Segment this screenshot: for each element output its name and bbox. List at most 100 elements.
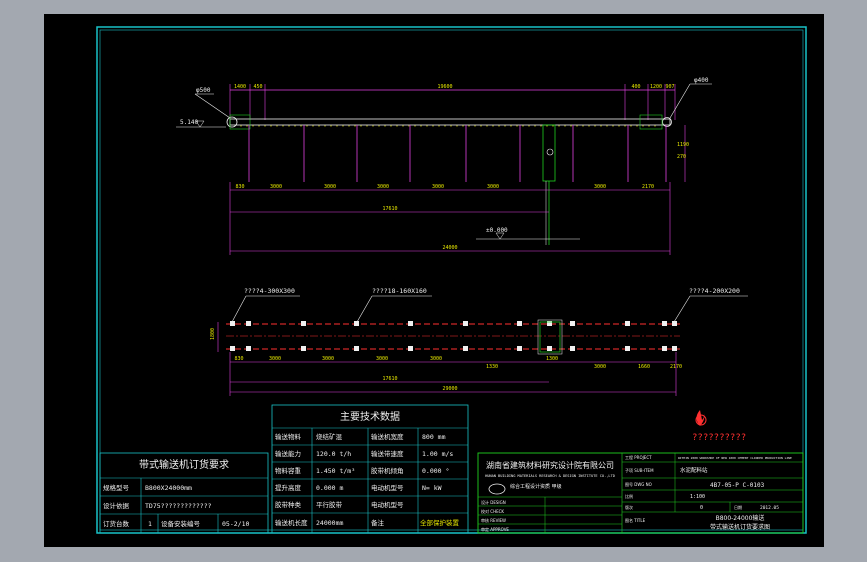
tech-value: 120.0 t/h (316, 450, 351, 458)
order-value: 05-2/10 (222, 520, 249, 528)
span-dim: 2170 (642, 184, 654, 190)
tech-value: 0.000 ° (422, 467, 449, 475)
dim-head-left: 1400 (234, 84, 246, 90)
drawing-sheet (44, 14, 824, 547)
tech-value: 烧结矿混 (316, 432, 343, 441)
logo-caption: ?????????? (692, 433, 746, 443)
company-cert: 综合工程设计资质 甲级 (510, 483, 562, 490)
company-name: 湖南省建筑材料研究设计院有限公司 (486, 460, 614, 470)
subitem-value: 水泥配料站 (680, 466, 708, 474)
tech-key: 输送能力 (275, 449, 301, 458)
drawing-title-value-line2: 带式输送机订货要求图 (710, 523, 770, 531)
drawing-title-value-line1: B800-24000输送 (716, 514, 765, 522)
span-dim: 3000 (324, 184, 336, 190)
tech-key: 胶带机倾角 (371, 466, 404, 475)
span-dim: 3000 (430, 356, 442, 362)
diameter-left-label: φ500 (196, 87, 211, 94)
tech-key: 胶带种类 (275, 500, 302, 509)
elevation-span-dims: 830 3000 3000 3000 3000 3000 3000 2170 (235, 184, 654, 190)
company-emblem (488, 483, 506, 495)
dim-total-top: 19600 (437, 84, 452, 90)
plan-label-left: ????4-300X300 (244, 287, 295, 295)
tech-value: 24000mm (316, 519, 343, 527)
tech-key: 输送机长度 (275, 518, 308, 527)
plan-chute (539, 321, 561, 353)
order-value: TD75????????????? (145, 502, 212, 510)
drawing-inner-border (99, 29, 804, 531)
person-approve: 审定 APPROVE (481, 526, 509, 532)
head-pulley (226, 116, 238, 128)
scale-value: 1:100 (690, 494, 705, 500)
project-label: 工程 PROJECT (625, 454, 652, 460)
order-value: 1 (148, 520, 152, 528)
dim-tail-a: 400 (631, 84, 640, 90)
tech-value: 全部保护装置 (420, 518, 460, 527)
dim-vertical-right2: 270 (677, 154, 686, 160)
tech-value: 0.000 m (316, 484, 343, 492)
tech-key: 输送带速度 (371, 449, 404, 458)
technical-data-table: 主要技术数据 输送物料 烧结矿混 输送机宽度 800 mm 输送能力 120.0… (271, 404, 469, 534)
dim-vertical-right: 1190 (677, 142, 689, 148)
plan-label-right: ????4-200X200 (689, 287, 740, 295)
tech-value: 1.00 m/s (422, 450, 453, 458)
dim-29000-plan: 29000 (442, 386, 457, 392)
span-dim: 1330 (486, 364, 498, 370)
person-check: 校对 CHECK (481, 508, 504, 514)
project-value: WITHIN 2000 WORKSHOP OF NEW 1000 CEMENT … (678, 456, 792, 460)
order-key: 规格型号 (103, 483, 130, 492)
subitem-label: 子项 SUB-ITEM (625, 467, 654, 473)
span-dim: 3000 (594, 364, 606, 370)
plan-dim-height: 1800 (210, 328, 216, 340)
tech-table-title: 主要技术数据 (340, 410, 400, 423)
support-legs (248, 125, 667, 182)
span-dim: 3000 (270, 184, 282, 190)
tech-key: 提升高度 (275, 483, 302, 492)
company-logo (695, 410, 707, 426)
order-table-title: 带式输送机订货要求 (139, 458, 229, 471)
tech-key: 备注 (371, 518, 385, 527)
tech-key: 电动机型号 (371, 500, 404, 509)
dim-17610-plan: 17610 (382, 376, 397, 382)
dim-tail-b: 1200 (650, 84, 662, 90)
dwg-value: 4B7-05-P C-0103 (710, 482, 765, 489)
dim-17610-elev: 17610 (382, 206, 397, 212)
level-ground-label: ±0.000 (486, 227, 508, 234)
plan-label-mid: ????18-160X160 (372, 287, 427, 295)
order-requirements-table: 带式输送机订货要求 规格型号 B800X24000mm 设计依据 TD75???… (99, 452, 269, 534)
span-dim: 3000 (432, 184, 444, 190)
company-name-en: HUNAN BUILDING MATERIALS RESEARCH & DESI… (485, 474, 615, 478)
title-block: 湖南省建筑材料研究设计院有限公司 HUNAN BUILDING MATERIAL… (477, 452, 804, 534)
tech-value: 1.450 t/m³ (316, 467, 355, 475)
elevation-view: 1400 450 19600 400 1200 907 φ500 φ400 5.… (176, 77, 712, 255)
span-dim: 3000 (594, 184, 606, 190)
column-pads (230, 321, 677, 351)
span-dim: 3000 (322, 356, 334, 362)
dim-tail-c: 907 (665, 84, 674, 90)
version-value: 0 (700, 505, 703, 511)
span-dim: 3000 (487, 184, 499, 190)
order-value: B800X24000mm (145, 484, 192, 492)
tail-pulley (662, 117, 672, 127)
dwg-label: 图号 DWG NO (625, 481, 652, 487)
dim-head-left2: 450 (253, 84, 262, 90)
span-dim: 3000 (377, 184, 389, 190)
span-dim: 3000 (269, 356, 281, 362)
person-design: 设计 DESIGN (481, 499, 506, 505)
drawing-title-label: 图名 TITLE (625, 517, 646, 523)
tech-key: 输送机宽度 (371, 432, 404, 441)
person-review: 审核 REVIEW (481, 517, 506, 523)
span-dim: 830 (235, 184, 244, 190)
scale-label: 比例 (625, 493, 633, 499)
span-dim: 1660 (638, 364, 650, 370)
tech-value: N= kW (422, 484, 442, 492)
order-key: 订货台数 (103, 519, 130, 528)
tech-value: 平行胶带 (316, 500, 343, 509)
tech-value: 800 mm (422, 433, 446, 441)
tech-key: 输送物料 (275, 432, 302, 441)
level-top-label: 5.140 (180, 119, 198, 126)
tech-key: 电动机型号 (371, 483, 404, 492)
span-dim: 830 (234, 356, 243, 362)
version-label: 版次 (625, 504, 633, 510)
order-key: 设计依据 (103, 501, 130, 510)
